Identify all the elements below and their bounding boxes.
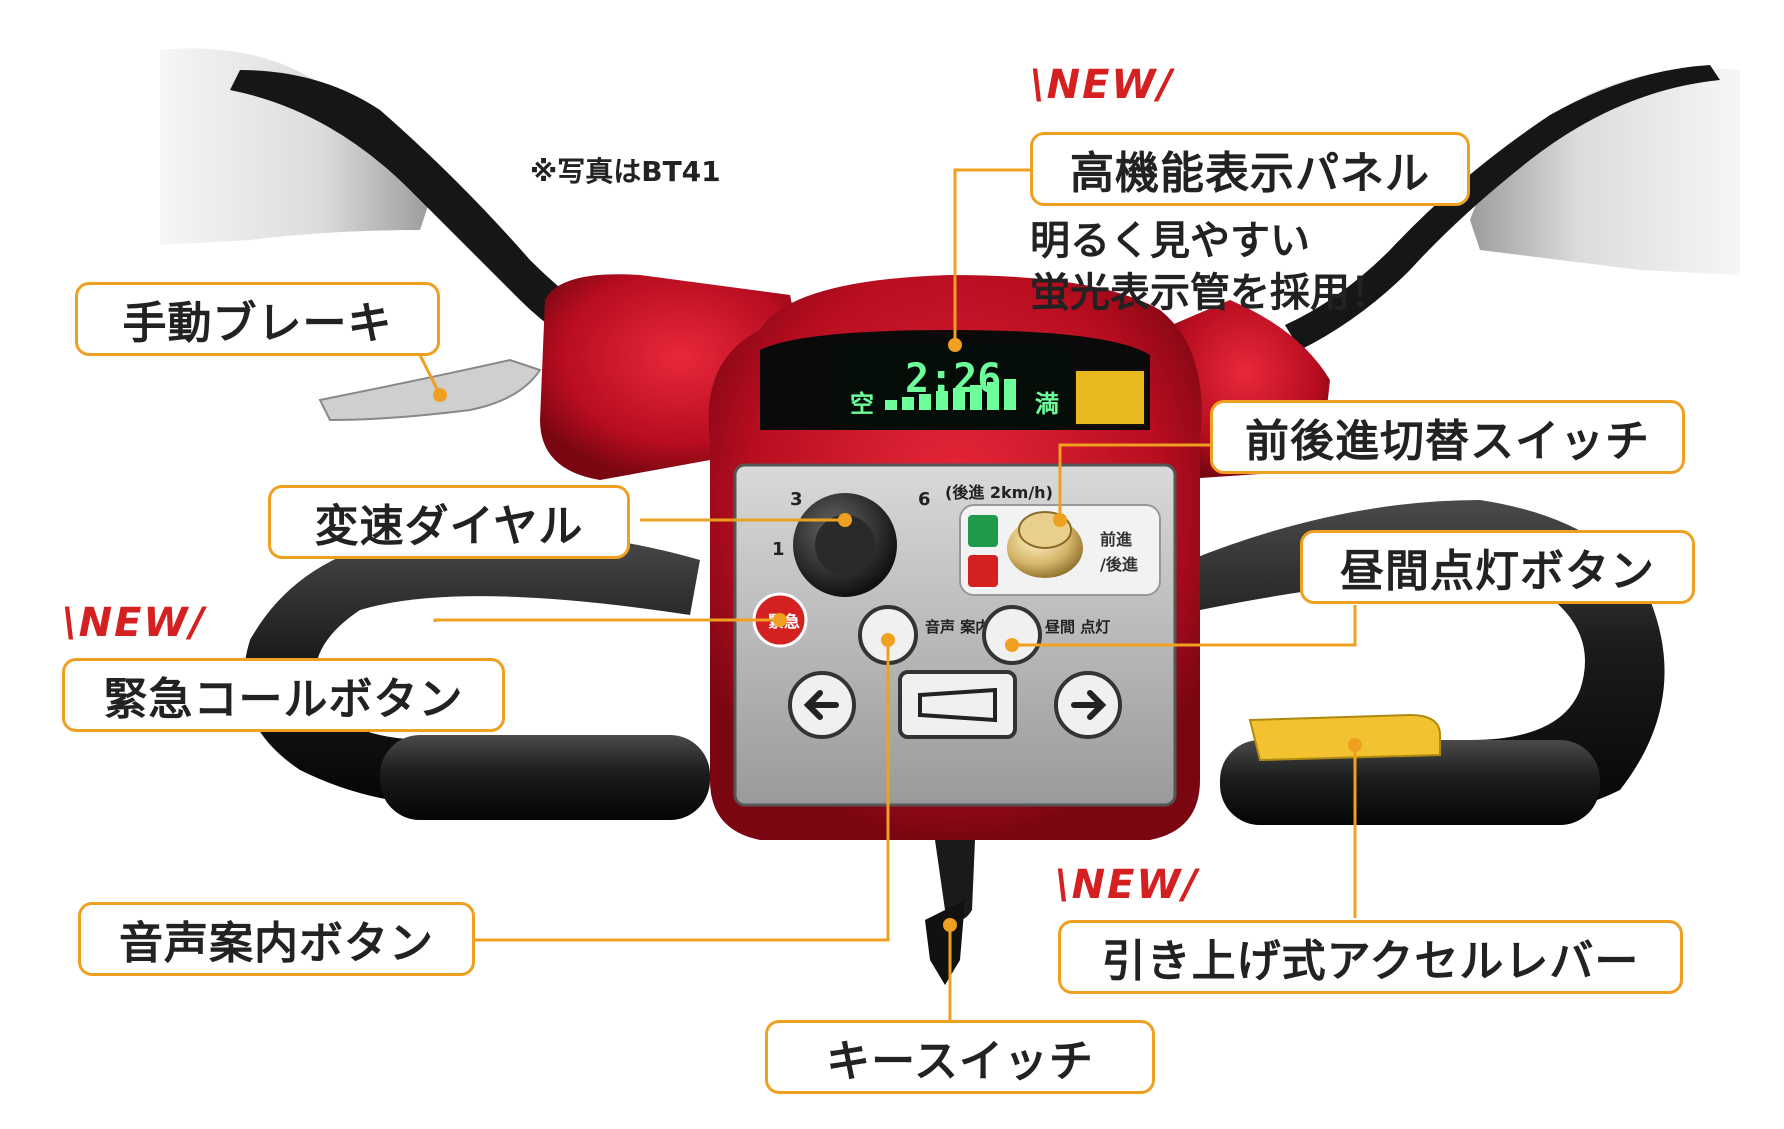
callout-key-switch: キースイッチ [765,1020,1155,1094]
caution-sticker [1074,369,1146,426]
photo-note: ※写真はBT41 [530,155,721,188]
speed-dial-center [815,515,875,575]
light-label: 昼間 点灯 [1045,618,1110,636]
callout-accelerator: 引き上げ式アクセルレバー [1058,920,1683,994]
left-grip [380,735,710,820]
left-mirror [160,48,430,246]
speed-label-1: 1 [772,539,785,560]
speed-label-6: 6 [918,489,931,510]
right-arrow-icon [1071,690,1107,720]
right-mirror [1470,68,1740,275]
callout-manual-brake: 手動ブレーキ [75,282,440,356]
daytime-light-button [982,605,1042,665]
reverse-label: /後進 [1100,555,1138,574]
line-daytime-light [1012,605,1357,647]
callout-voice-guide: 音声案内ボタン [78,902,475,976]
left-mirror-stem [230,70,630,360]
line-emergency [433,618,780,622]
dot-manual-brake [433,388,447,402]
callout-speed-dial: 変速ダイヤル [268,485,630,559]
callout-emergency-call: 緊急コールボタン [62,658,505,732]
new-tag-emergency: \NEW/ [62,600,207,646]
right-mirror-stem [1285,65,1720,350]
dot-key-switch [943,918,957,932]
brake-lever [318,358,542,422]
line-manual-brake [418,354,442,396]
accelerator-lever [1248,713,1441,762]
dot-accelerator [1348,738,1362,752]
left-handlebar [243,530,700,805]
line-display-panel [953,168,1030,345]
dot-speed-dial [838,513,852,527]
forward-label: 前進 [1100,530,1132,549]
dot-daytime-light [1005,638,1019,652]
dot-emergency [773,613,787,627]
right-grip [1220,740,1600,825]
display-panel-desc-line1: 明るく見やすい [1030,218,1310,264]
display-empty-label: 空 [850,390,874,418]
callout-daytime-light: 昼間点灯ボタン [1300,530,1695,604]
speed-label-3: 3 [790,489,803,510]
dot-voice-guide [881,633,895,647]
callout-direction-switch: 前後進切替スイッチ [1210,400,1685,474]
dot-direction-switch [1053,513,1067,527]
reverse-indicator [968,555,998,587]
display-full-label: 満 [1035,390,1059,418]
forward-indicator [968,515,998,547]
dot-display-panel [948,338,962,352]
display-panel-desc-line2: 蛍光表示管を採用！ [1030,270,1390,316]
reverse-speed-label: (後進 2km/h) [945,483,1053,502]
battery-gauge [885,379,1016,410]
new-tag-display: \NEW/ [1030,62,1175,108]
horn-icon [918,687,997,723]
line-voice-guide [475,640,890,942]
left-arrow-icon [803,690,839,720]
voice-label: 音声 案内 [925,618,990,636]
display-panel-desc: 明るく見やすい 蛍光表示管を採用！ [1030,215,1390,319]
callout-display-panel: 高機能表示パネル [1030,132,1470,206]
line-direction-switch [1058,443,1210,520]
new-tag-accelerator: \NEW/ [1055,862,1200,908]
